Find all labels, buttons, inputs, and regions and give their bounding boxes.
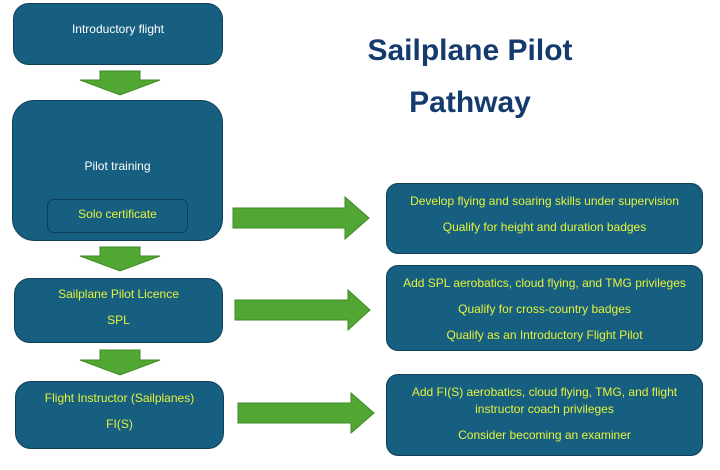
- outcome-line: Qualify as an Introductory Flight Pilot: [446, 328, 643, 342]
- down-arrow-icon: [79, 349, 161, 376]
- page-title: Sailplane Pilot Pathway: [320, 36, 620, 118]
- stage-label: Pilot training: [84, 159, 151, 173]
- stage-introductory-flight: Introductory flight: [13, 3, 223, 65]
- solo-certificate-label: Solo certificate: [78, 207, 157, 221]
- stage-label: Flight Instructor (Sailplanes): [44, 391, 195, 405]
- title-line-1: Sailplane Pilot: [367, 34, 573, 67]
- outcome-line: instructor coach privileges: [475, 402, 614, 416]
- stage-abbrev: SPL: [107, 313, 130, 327]
- title-line-2: Pathway: [409, 86, 531, 119]
- outcome-line: Develop flying and soaring skills under …: [410, 194, 679, 208]
- stage-label: Sailplane Pilot Licence: [58, 287, 179, 301]
- outcome-line: Qualify for cross-country badges: [458, 302, 631, 316]
- stage-spl: Sailplane Pilot Licence SPL: [14, 278, 223, 343]
- right-arrow-icon: [232, 195, 370, 241]
- outcome-line: Consider becoming an examiner: [458, 428, 631, 442]
- outcome-spl: Add SPL aerobatics, cloud flying, and TM…: [386, 265, 703, 351]
- outcome-fis: Add FI(S) aerobatics, cloud flying, TMG,…: [386, 374, 703, 456]
- solo-certificate-box: Solo certificate: [47, 199, 188, 233]
- right-arrow-icon: [234, 288, 371, 332]
- stage-label: Introductory flight: [71, 22, 165, 36]
- stage-pilot-training: Pilot training Solo certificate: [12, 100, 223, 241]
- down-arrow-icon: [79, 246, 161, 272]
- outcome-line: Add SPL aerobatics, cloud flying, and TM…: [403, 276, 686, 290]
- outcome-pilot-training: Develop flying and soaring skills under …: [386, 183, 703, 254]
- right-arrow-icon: [237, 391, 375, 435]
- down-arrow-icon: [79, 70, 161, 96]
- stage-fis: Flight Instructor (Sailplanes) FI(S): [15, 381, 224, 449]
- outcome-line: Add FI(S) aerobatics, cloud flying, TMG,…: [411, 385, 678, 399]
- stage-abbrev: FI(S): [106, 417, 133, 431]
- outcome-line: Qualify for height and duration badges: [442, 220, 647, 234]
